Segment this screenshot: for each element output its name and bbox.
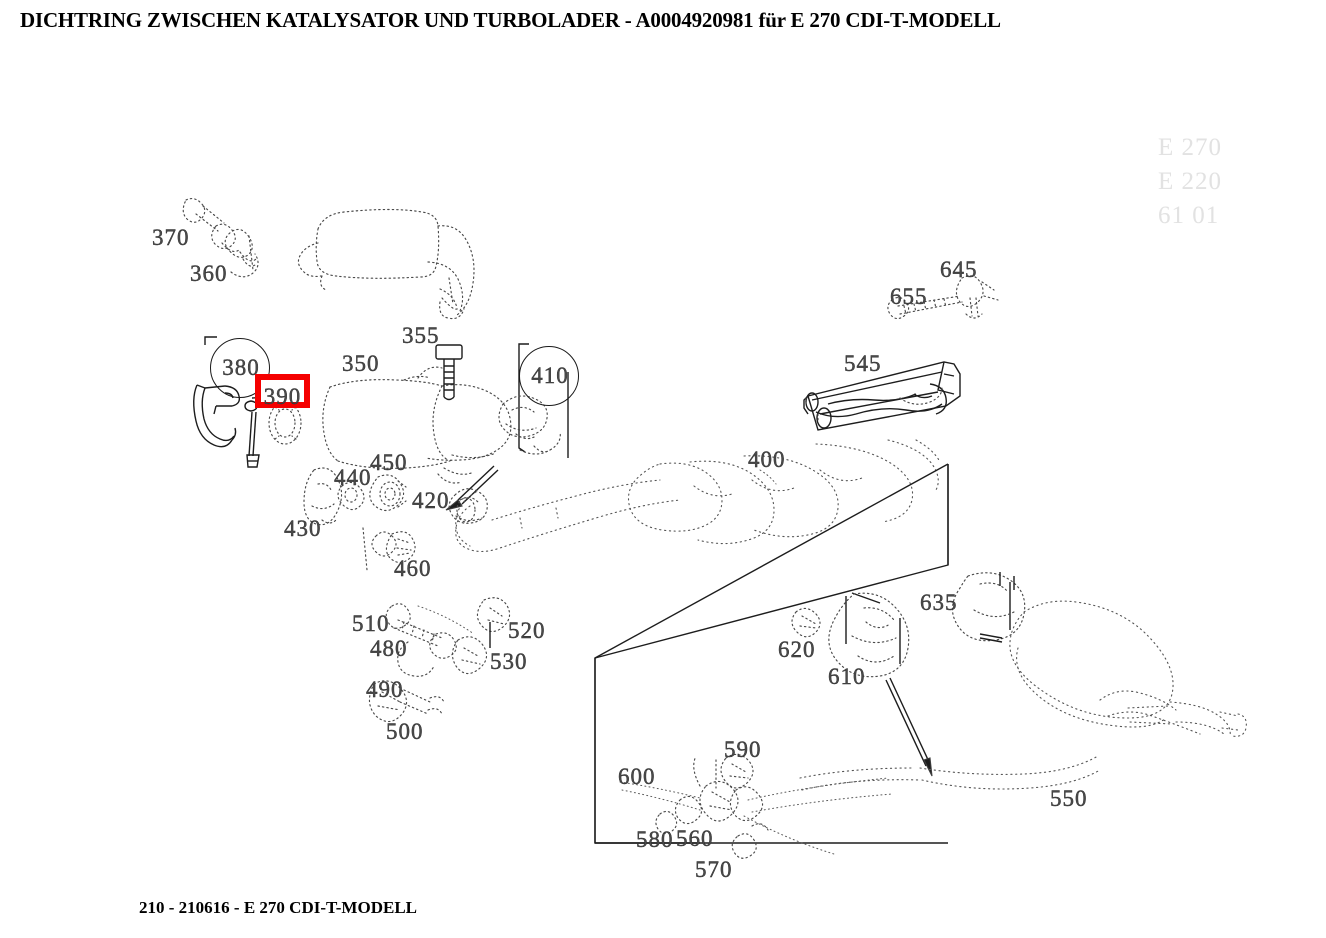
- callout-645: 645: [940, 257, 978, 282]
- part-350-catalytic-converter: [322, 366, 512, 484]
- highlight-box-390[interactable]: 390: [255, 374, 310, 408]
- legend-line-1: E 270: [1158, 134, 1223, 161]
- callout-570: 570: [695, 857, 733, 882]
- callout-380-circle: 380: [210, 338, 270, 398]
- callout-580: 580: [636, 827, 674, 852]
- callout-400: 400: [748, 447, 786, 472]
- part-370-360-fittings: [182, 197, 259, 278]
- part-460-bolt: [362, 527, 416, 571]
- callout-430: 430: [284, 516, 322, 541]
- callout-410: 410: [531, 363, 569, 388]
- callout-610: 610: [828, 664, 866, 689]
- part-355-bolt: [435, 344, 463, 401]
- callout-390: 390: [263, 384, 302, 409]
- part-590-clamp-cluster: [619, 753, 893, 859]
- part-intake-hose-outline: [297, 208, 475, 320]
- callout-600: 600: [618, 764, 656, 789]
- callout-635: 635: [920, 590, 958, 615]
- page-footer: 210 - 210616 - E 270 CDI-T-MODELL: [139, 898, 417, 917]
- part-655-645-fasteners: [887, 275, 999, 320]
- part-635-mount: [951, 572, 1026, 643]
- part-exhaust-downpipe: [455, 439, 941, 553]
- part-stud-bolt: [244, 400, 260, 468]
- callout-510: 510: [352, 611, 390, 636]
- callout-550: 550: [1050, 786, 1088, 811]
- part-rear-muffler: [1009, 600, 1247, 737]
- part-550-rear-pipe: [799, 755, 1101, 791]
- page-title: DICHTRING ZWISCHEN KATALYSATOR UND TURBO…: [20, 8, 1001, 32]
- part-545-shield: [803, 361, 961, 431]
- callout-490: 490: [366, 677, 404, 702]
- detail-frame-parallelogram: [594, 463, 949, 844]
- callout-655: 655: [890, 284, 928, 309]
- callout-355: 355: [402, 323, 440, 348]
- callout-500: 500: [386, 719, 424, 744]
- callout-520: 520: [508, 618, 546, 643]
- callout-420: 420: [412, 488, 450, 513]
- callout-360: 360: [190, 261, 228, 286]
- part-620-610-mount: [791, 592, 910, 678]
- callout-530: 530: [490, 649, 528, 674]
- detail-arrow-420: [445, 465, 499, 511]
- part-380-heat-shield: [193, 336, 241, 448]
- callout-460: 460: [394, 556, 432, 581]
- part-440-450-nuts: [337, 474, 407, 512]
- detail-arrow-610: [885, 677, 933, 777]
- callout-350: 350: [342, 351, 380, 376]
- part-430-bracket: [303, 467, 343, 526]
- callout-440: 440: [334, 465, 372, 490]
- legend-line-3: 61 01: [1158, 202, 1220, 229]
- callout-545: 545: [844, 351, 882, 376]
- callout-480: 480: [370, 636, 408, 661]
- part-420-flange: [448, 488, 488, 524]
- callout-450: 450: [370, 450, 408, 475]
- callout-410-circle: 410: [519, 346, 579, 406]
- callout-370: 370: [152, 225, 190, 250]
- callout-590: 590: [724, 737, 762, 762]
- part-fastener-cluster-lower-left: [368, 597, 511, 723]
- legend-line-2: E 220: [1158, 168, 1223, 195]
- callout-380: 380: [222, 355, 260, 380]
- callout-620: 620: [778, 637, 816, 662]
- callout-560: 560: [676, 826, 714, 851]
